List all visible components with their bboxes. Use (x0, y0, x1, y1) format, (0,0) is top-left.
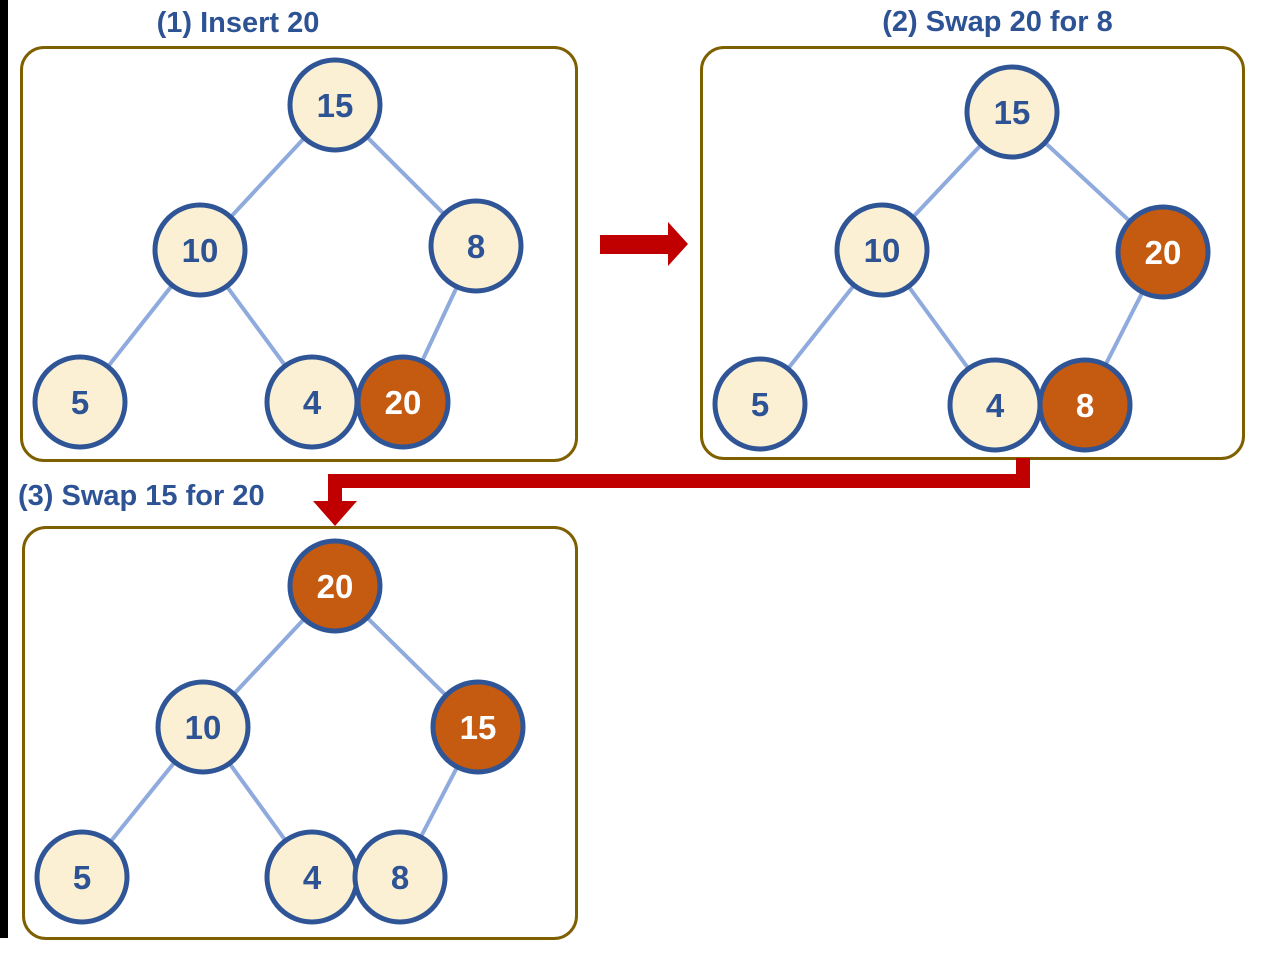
step-2-title: (2) Swap 20 for 8 (882, 6, 1113, 38)
tree-node-10: 10 (155, 679, 251, 775)
node-value-label: 10 (182, 232, 219, 269)
tree-node-5: 5 (34, 829, 130, 925)
node-circle (964, 64, 1060, 160)
step-1-title: (1) Insert 20 (156, 7, 320, 39)
tree-node-5: 5 (32, 354, 128, 450)
node-value-label: 5 (751, 386, 769, 423)
node-value-label: 15 (317, 87, 354, 124)
node-value-label: 20 (1145, 234, 1182, 271)
node-circle (428, 198, 524, 294)
tree-node-8: 8 (352, 829, 448, 925)
node-value-label: 10 (185, 709, 222, 746)
tree-node-20-highlighted: 20 (287, 538, 383, 634)
left-border-line (0, 0, 8, 938)
node-value-label: 20 (385, 384, 422, 421)
heap-tree-step-3: 20 10 15 5 4 8 (34, 538, 526, 925)
tree-node-4: 4 (264, 829, 360, 925)
heap-tree-step-2: 15 10 20 5 4 8 (712, 64, 1211, 453)
node-circle (287, 57, 383, 153)
tree-node-10: 10 (834, 202, 930, 298)
node-circle (834, 202, 930, 298)
node-circle (287, 538, 383, 634)
node-value-label: 8 (1076, 387, 1094, 424)
tree-node-20-highlighted: 20 (355, 354, 451, 450)
node-circle (430, 679, 526, 775)
tree-node-4: 4 (947, 357, 1043, 453)
step1-to-step2-arrow-icon (600, 222, 688, 266)
node-value-label: 4 (303, 384, 322, 421)
node-value-label: 20 (317, 568, 354, 605)
node-value-label: 8 (391, 859, 409, 896)
tree-node-5: 5 (712, 356, 808, 452)
step-3-title: (3) Swap 15 for 20 (18, 480, 265, 512)
node-value-label: 4 (303, 859, 322, 896)
tree-node-15: 15 (964, 64, 1060, 160)
node-circle (34, 829, 130, 925)
node-value-label: 5 (73, 859, 91, 896)
node-value-label: 4 (986, 387, 1005, 424)
tree-node-8: 8 (428, 198, 524, 294)
node-value-label: 15 (460, 709, 497, 746)
node-circle (155, 679, 251, 775)
node-circle (355, 354, 451, 450)
tree-node-15-highlighted: 15 (430, 679, 526, 775)
node-value-label: 8 (467, 228, 485, 265)
node-circle (352, 829, 448, 925)
tree-node-20-highlighted: 20 (1115, 204, 1211, 300)
node-circle (152, 202, 248, 298)
tree-node-15: 15 (287, 57, 383, 153)
step2-to-step3-arrow-icon (313, 458, 1030, 526)
tree-node-10: 10 (152, 202, 248, 298)
tree-node-8-highlighted: 8 (1037, 357, 1133, 453)
node-value-label: 15 (994, 94, 1031, 131)
node-circle (1115, 204, 1211, 300)
node-circle (32, 354, 128, 450)
node-circle (712, 356, 808, 452)
node-circle (1037, 357, 1133, 453)
node-value-label: 5 (71, 384, 89, 421)
tree-node-4: 4 (264, 354, 360, 450)
heap-tree-step-1: 15 10 8 5 4 20 (32, 57, 524, 450)
node-value-label: 10 (864, 232, 901, 269)
